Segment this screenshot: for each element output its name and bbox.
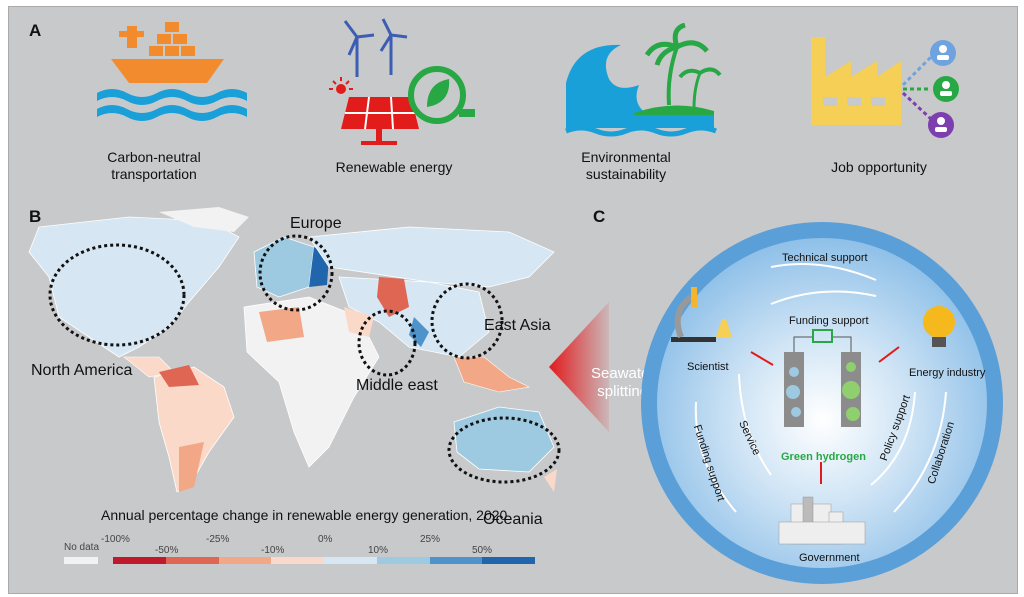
legend-swatch-3	[271, 557, 324, 564]
tick-50: 50%	[472, 545, 493, 556]
actor-energy-industry: Energy industry	[909, 367, 986, 379]
legend-swatch-6	[429, 557, 483, 564]
factory-people-icon	[811, 37, 959, 138]
tick-minus25: -25%	[206, 534, 230, 545]
panel-c-label: C	[593, 207, 606, 226]
legend-no-data-label: No data	[64, 542, 100, 553]
microscope-icon	[671, 287, 732, 342]
panel-a-label: A	[29, 21, 42, 40]
region-middle-east: Middle east	[356, 377, 438, 394]
renewable-energy-icon	[329, 18, 475, 145]
caption-job: Job opportunity	[831, 159, 927, 175]
flow-funding-support-top: Funding support	[789, 315, 869, 327]
legend-swatch-2	[218, 557, 272, 564]
caption-renewable: Renewable energy	[335, 159, 453, 175]
legend-color-bar	[113, 557, 535, 564]
wave-island-icon	[565, 23, 722, 137]
caption-carbon-neutral: Carbon-neutral transportation	[107, 149, 201, 182]
legend-no-data-swatch	[64, 557, 98, 564]
actor-government: Government	[799, 552, 860, 564]
government-building-icon	[778, 496, 866, 545]
green-hydrogen-label: Green hydrogen	[781, 451, 866, 463]
panel-b-label: B	[29, 207, 42, 226]
world-map	[28, 207, 561, 493]
tick-10: 10%	[368, 545, 389, 556]
region-north-america: North America	[31, 362, 133, 379]
lightbulb-icon	[923, 306, 955, 347]
ship-icon	[97, 22, 247, 121]
legend-swatch-5	[376, 557, 430, 564]
tick-minus100: -100%	[101, 534, 130, 545]
legend-swatch-7	[482, 557, 535, 564]
flow-technical-support: Technical support	[782, 252, 868, 264]
figure: A	[8, 6, 1018, 594]
battery-icon	[812, 329, 833, 343]
tick-0: 0%	[318, 534, 333, 545]
tick-minus50: -50%	[155, 545, 179, 556]
caption-environmental: Environmental sustainability	[581, 149, 671, 182]
legend-title: Annual percentage change in renewable en…	[101, 507, 508, 523]
region-east-asia: East Asia	[484, 317, 551, 334]
legend-swatch-1	[165, 557, 219, 564]
tick-minus10: -10%	[261, 545, 285, 556]
region-europe: Europe	[290, 215, 342, 232]
seawater-splitting-label: Seawater splitting	[591, 365, 655, 400]
legend-swatch-0	[113, 557, 166, 564]
cooperation-graphics	[671, 263, 955, 545]
region-oceania: Oceania	[483, 511, 543, 528]
tick-25: 25%	[420, 534, 441, 545]
actor-scientist: Scientist	[687, 361, 729, 373]
seawater-splitting-arrow	[549, 302, 609, 432]
legend-swatch-4	[324, 557, 377, 564]
